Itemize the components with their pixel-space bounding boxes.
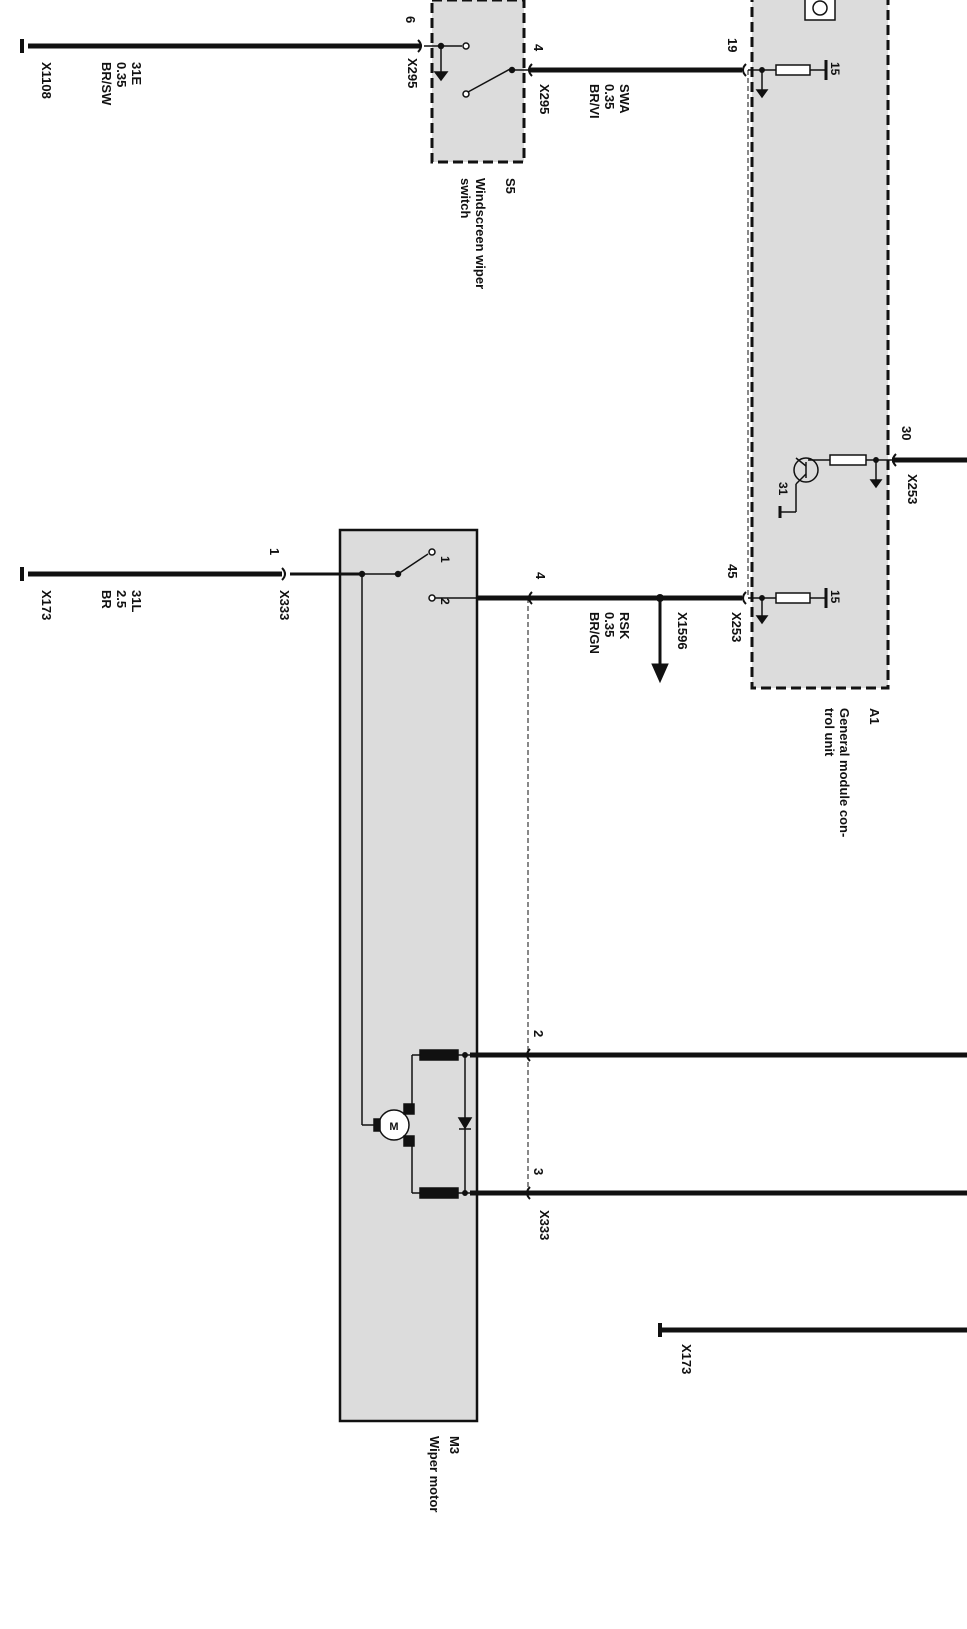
module-corner-icon [804,0,836,21]
pin-label: 4 [533,572,548,580]
terminal-label: 15 [828,62,842,76]
pin-label: 4 [531,44,546,52]
module-resistors-icon [748,60,892,625]
wiper-motor-icon: M [373,1103,415,1147]
connector-label: X333 [537,1210,552,1241]
transistor-symbol-icon [778,457,819,518]
component-ref: M3 [447,1436,462,1455]
pin-label: 1 [438,556,452,563]
pin-label: 19 [725,38,740,53]
terminal-label: 31 [776,482,790,496]
terminal-label: 15 [828,590,842,604]
component-ref: A1 [867,708,882,725]
motor-windings-icon [411,1049,473,1199]
pin-label: 45 [725,564,740,579]
wiper-motor-box [338,528,479,1423]
pin-fork-icon [281,39,897,1200]
pin-label: 2 [531,1030,546,1038]
component-ref: S5 [503,178,518,194]
pin-label: 1 [267,548,282,556]
park-switch-icon [358,548,478,1126]
pin-label: 3 [531,1168,546,1176]
connector-label: X295 [537,84,552,115]
wiper-switch-contacts-icon [424,42,530,98]
pin-label: 30 [899,426,914,441]
junction-x1596-icon [651,594,669,684]
connector-label: X253 [905,474,920,505]
connector-label: X173 [679,1344,694,1375]
connector-label: X295 [405,58,420,89]
connector-label: X1108 [39,62,54,99]
connector-label: X173 [39,590,54,621]
connector-label: X333 [277,590,292,621]
component-name: Wiper motor [427,1436,442,1513]
general-module-box [750,0,890,690]
pin-label: 6 [403,16,418,24]
connector-label: X253 [729,612,744,643]
connector-label: X1596 [675,612,690,650]
component-name: General module con-trol unit [822,708,852,838]
windscreen-wiper-switch-box [430,0,526,164]
pin-label: 2 [438,598,452,605]
motor-label-text: M [389,1121,398,1133]
